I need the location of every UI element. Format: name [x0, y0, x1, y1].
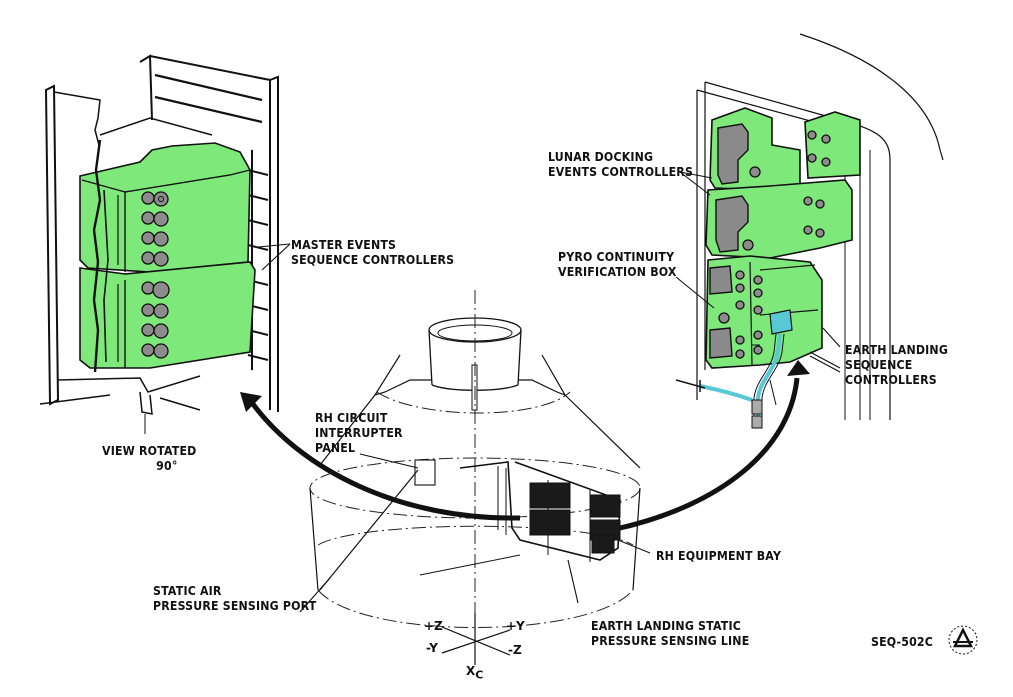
callout-view-rotated: VIEW ROTATED 90°	[102, 443, 196, 473]
callout-line: VIEW ROTATED	[102, 443, 197, 458]
callout-rh-equipment-bay: RH EQUIPMENT BAY	[656, 548, 781, 563]
callout-line: RH EQUIPMENT BAY	[656, 548, 782, 563]
callout-line: 90°	[156, 458, 178, 473]
axis-label-minus-z: -Z	[508, 643, 522, 657]
right-detail-view	[675, 33, 944, 429]
lower-controller-connectors	[141, 281, 170, 359]
callout-line: SEQUENCE	[845, 357, 913, 372]
callout-line: EVENTS CONTROLLERS	[548, 164, 694, 179]
callout-line: STATIC AIR	[153, 583, 222, 598]
left-detail-view	[39, 54, 291, 434]
callout-line: CONTROLLERS	[845, 372, 937, 387]
pyro-box	[769, 309, 793, 335]
axis-x-letter: X	[466, 664, 476, 678]
coordinate-axes	[441, 613, 511, 665]
transfer-arrows	[240, 360, 810, 531]
callout-rh-circuit-interrupter-panel: RH CIRCUIT INTERRUPTER PANEL	[315, 410, 403, 455]
manufacturer-logo	[948, 625, 978, 655]
callout-line: INTERRUPTER	[315, 425, 403, 440]
callout-line: MASTER EVENTS	[291, 237, 397, 252]
callout-lunar-docking-events-controllers: LUNAR DOCKING EVENTS CONTROLLERS	[548, 149, 693, 179]
earth-landing-connectors	[718, 270, 763, 359]
callout-line: PYRO CONTINUITY	[558, 249, 675, 264]
callout-line: PRESSURE SENSING PORT	[153, 598, 317, 613]
axis-label-xc: XC	[466, 664, 483, 681]
callout-line: PANEL	[315, 440, 356, 455]
callout-master-events-sequence-controllers: MASTER EVENTS SEQUENCE CONTROLLERS	[291, 237, 454, 267]
callout-line: SEQUENCE CONTROLLERS	[291, 252, 455, 267]
callout-line: EARTH LANDING	[845, 342, 949, 357]
arrow-head-left	[240, 392, 262, 412]
axis-label-plus-y: +Y	[506, 619, 525, 633]
callout-static-air-pressure-sensing-port: STATIC AIR PRESSURE SENSING PORT	[153, 583, 316, 613]
callout-line: LUNAR DOCKING	[548, 149, 654, 164]
command-module-cutaway	[299, 290, 651, 665]
callout-earth-landing-static-pressure-sensing-line: EARTH LANDING STATIC PRESSURE SENSING LI…	[591, 618, 749, 648]
axis-label-minus-y: -Y	[426, 641, 438, 655]
callout-earth-landing-sequence-controllers: EARTH LANDING SEQUENCE CONTROLLERS	[845, 342, 948, 387]
callout-line: VERIFICATION BOX	[558, 264, 677, 279]
callout-line: EARTH LANDING STATIC	[591, 618, 741, 633]
callout-pyro-continuity-verification-box: PYRO CONTINUITY VERIFICATION BOX	[558, 249, 677, 279]
axis-label-plus-z: +Z	[424, 619, 443, 633]
upper-controller-connectors	[141, 191, 169, 267]
callout-line: RH CIRCUIT	[315, 410, 388, 425]
arrow-head-right	[787, 360, 810, 376]
axis-x-subscript: C	[475, 668, 484, 682]
figure-id-code: SEQ-502C	[871, 634, 934, 649]
callout-line: PRESSURE SENSING LINE	[591, 633, 750, 648]
